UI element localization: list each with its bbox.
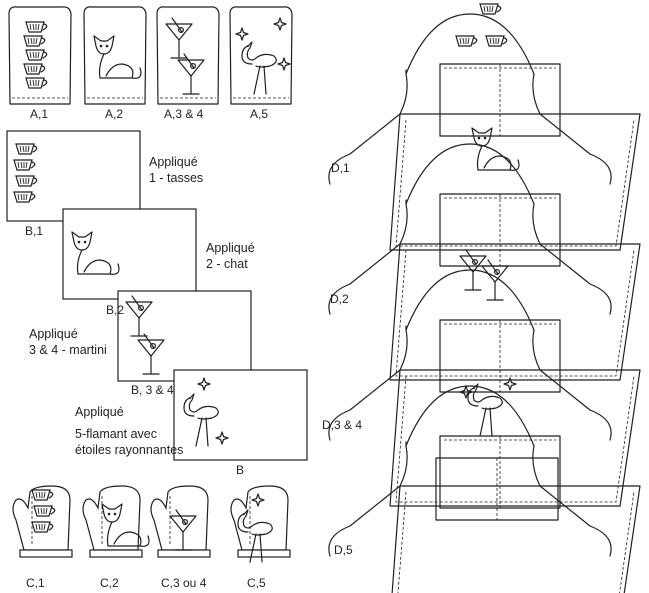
label-b: B	[236, 463, 245, 477]
towel-a1	[8, 6, 72, 105]
mitt-c2	[82, 485, 150, 558]
label-b34: B, 3 & 4	[131, 383, 174, 397]
label-a2: A,2	[105, 107, 124, 121]
label-a5: A,5	[250, 107, 269, 121]
placemat-b1	[6, 130, 141, 222]
label-b1: B,1	[25, 224, 44, 238]
applique-2-title: Appliqué	[206, 241, 255, 255]
apron-d1	[328, 3, 641, 251]
label-a34: A,3 & 4	[164, 107, 204, 121]
towel-a2	[83, 6, 147, 105]
towel-a34	[156, 6, 220, 105]
label-d34: D,3 & 4	[322, 418, 363, 432]
apron-d2	[328, 127, 641, 381]
label-a1: A,1	[30, 107, 49, 121]
placemat-b2	[62, 208, 197, 300]
applique-1-desc: 1 - tasses	[149, 171, 204, 185]
placemat-b	[173, 369, 308, 461]
label-d1: D,1	[331, 161, 350, 175]
applique-3-desc: 3 & 4 - martini	[29, 343, 107, 357]
label-c34: C,3 ou 4	[161, 576, 207, 590]
applique-2: Appliqué 2 - chat	[206, 240, 255, 272]
applique-5-title: Appliqué	[75, 405, 124, 419]
apron-d5	[328, 377, 641, 593]
mitt-c1	[12, 485, 73, 558]
applique-5-line2: étoiles rayonnantes	[75, 443, 184, 457]
applique-5-desc: 5-flamant avec étoiles rayonnantes	[75, 426, 183, 458]
applique-2-desc: 2 - chat	[206, 257, 248, 271]
label-b2: B,2	[106, 303, 125, 317]
label-d5: D,5	[334, 543, 353, 557]
apron-d34	[328, 249, 641, 507]
mitt-c5	[230, 485, 291, 563]
label-d2: D,2	[330, 292, 349, 306]
placemat-b34	[117, 290, 252, 382]
label-c2: C,2	[100, 576, 119, 590]
applique-1: Appliqué 1 - tasses	[149, 154, 203, 186]
applique-3: Appliqué 3 & 4 - martini	[29, 326, 107, 358]
applique-5-line1: 5-flamant avec	[75, 427, 157, 441]
mitt-c34	[150, 485, 211, 558]
applique-1-title: Appliqué	[149, 155, 198, 169]
applique-3-title: Appliqué	[29, 327, 78, 341]
label-c5: C,5	[247, 576, 266, 590]
towel-a5	[229, 6, 293, 105]
label-c1: C,1	[26, 576, 45, 590]
